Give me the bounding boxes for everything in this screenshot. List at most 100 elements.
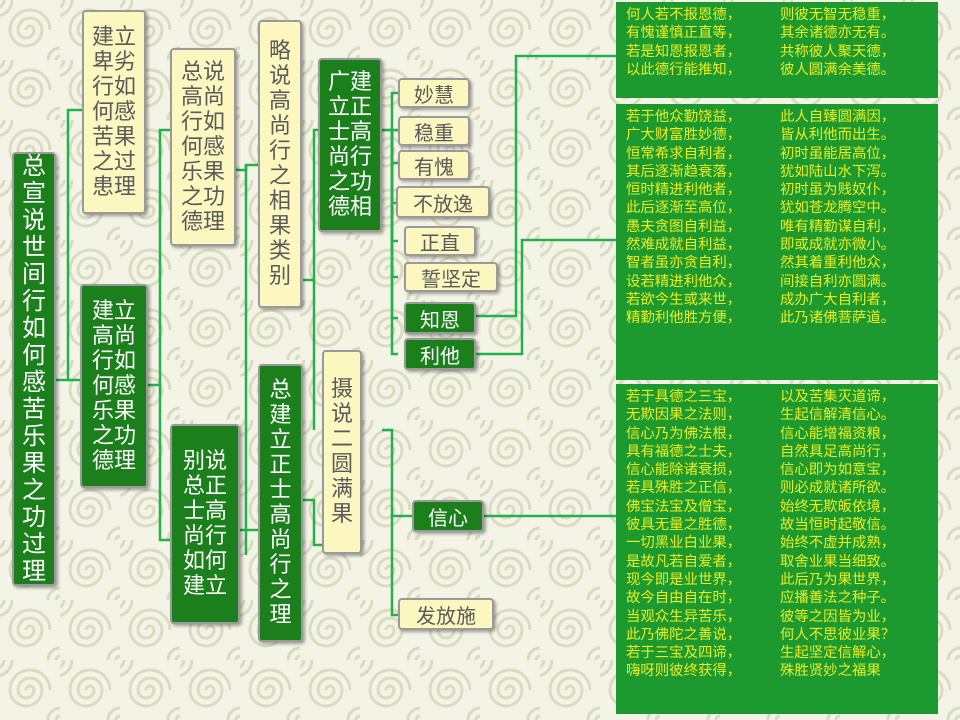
virtue-item-label: 有愧	[414, 154, 454, 179]
superior-conduct-node: 建立高尚行如何感乐果之功德理	[80, 284, 148, 488]
verse-line: 何人不思彼业果？	[780, 626, 896, 643]
virtue-item-altruism: 利他	[404, 338, 476, 370]
verse-line: 愚夫贪图自利益，	[626, 218, 742, 235]
specific-explanation-label: 别说总正士高尚行如何建立	[182, 449, 227, 599]
virtue-item-steadiness: 稳重	[398, 116, 470, 146]
verse-line: 恒常希求自利者，	[626, 145, 742, 162]
verse-line: 彼具无量之胜德，	[626, 517, 742, 534]
verse-line: 以及苦集灭道谛，	[780, 389, 896, 405]
verse-line: 若是知恩报恩者，	[626, 43, 742, 60]
verse-line: 始终无欺皈依境，	[780, 498, 896, 515]
verse-line: 精勤利他胜方便，	[626, 310, 742, 327]
virtue-item-label: 妙慧	[414, 82, 454, 107]
establishment-node: 总建立正士高尚行之理	[258, 364, 303, 642]
verse-line: 嗨呀则彼终获得，	[626, 663, 742, 680]
verse-line: 若于三宝及四谛，	[626, 645, 742, 662]
inferior-conduct-label: 建立卑劣行如何感苦果之过患理	[91, 24, 136, 200]
verse-left-column: 若于他众勤饶益， 广大财富胜妙德， 恒常希求自利者， 其后逐渐趋衰落， 恒时精进…	[626, 108, 776, 378]
verse-line: 然其着重利他众，	[780, 255, 896, 272]
verse-line: 以此德行能推知，	[626, 61, 742, 78]
virtue-item-heedfulness: 不放逸	[396, 186, 490, 218]
verse-line: 犹如苍龙腾空中。	[780, 200, 896, 217]
verse-line: 生起坚定信解心，	[780, 645, 896, 662]
verse-line: 恒时精进利他者，	[626, 182, 742, 199]
virtue-item-steadfastness: 誓坚定	[404, 262, 498, 292]
virtue-item-label: 不放逸	[413, 191, 473, 216]
verse-line: 广大财富胜妙德，	[626, 127, 742, 144]
verse-line: 取舍业果当细致。	[780, 553, 896, 570]
verse-line: 何人若不报恩德，	[626, 7, 742, 23]
verse-line: 彼等之因皆为业，	[780, 608, 896, 625]
verse-line: 现今即是业世界，	[626, 571, 742, 588]
verse-line: 信心能增福资粮，	[780, 425, 896, 442]
verse-line: 有愧谨慎正直等，	[626, 25, 742, 42]
verse-left-column: 若于具德之三宝， 无欺因果之法则， 信心乃为佛法根， 具有福德之士夫， 信心能除…	[626, 388, 776, 712]
verse-left-column: 何人若不报恩德， 有愧谨慎正直等， 若是知恩报恩者， 以此德行能推知，	[626, 6, 776, 96]
verse-line: 此人自臻圆满因，	[780, 109, 896, 125]
verse-line: 此乃佛陀之善说，	[626, 626, 742, 643]
virtue-item-honesty: 正直	[404, 226, 476, 256]
verse-right-column: 则彼无智无稳重， 其余诸德亦无有。 共称彼人聚天德， 彼人圆满余美德。	[780, 6, 930, 96]
verse-line: 信心乃为佛法根，	[626, 425, 742, 442]
verse-line: 具有福德之士夫，	[626, 443, 742, 460]
establishment-label: 总建立正士高尚行之理	[269, 378, 292, 628]
verse-line: 佛宝法宝及僧宝，	[626, 498, 742, 515]
verse-line: 若具殊胜之正信，	[626, 480, 742, 497]
verse-line: 皆从利他而出生。	[780, 127, 896, 144]
superior-conduct-label: 建立高尚行如何感乐果之功德理	[91, 298, 136, 474]
verse-line: 是故凡若自爱者，	[626, 553, 742, 570]
virtue-item-wisdom: 妙慧	[398, 78, 470, 108]
inferior-conduct-node: 建立卑劣行如何感苦果之过患理	[82, 10, 146, 214]
verse-right-column: 此人自臻圆满因， 皆从利他而出生。 初时虽能居高位， 犹如陆山水下泻。 初时虽为…	[780, 108, 930, 378]
verse-line: 初时虽能居高位，	[780, 145, 896, 162]
gratitude-verse-box: 何人若不报恩德， 有愧谨慎正直等， 若是知恩报恩者， 以此德行能推知， 则彼无智…	[616, 2, 938, 98]
verse-line: 成办广大自利者，	[780, 291, 896, 308]
summary-node: 摄说二圆满果	[322, 350, 362, 554]
virtues-node: 广建立正士高尚行之功德相	[318, 58, 382, 232]
root-node: 总宣说世间行如何感苦乐果之功过理	[12, 152, 56, 586]
verse-line: 此乃诸佛菩萨道。	[780, 310, 896, 327]
virtue-item-label: 知恩	[420, 307, 460, 332]
verse-line: 无欺因果之法则，	[626, 407, 742, 424]
verse-line: 此后逐渐至高位，	[626, 200, 742, 217]
verse-line: 初时虽为贱奴仆，	[780, 182, 896, 199]
verse-line: 应播善法之种子。	[780, 590, 896, 607]
verse-line: 即或成就亦微小。	[780, 237, 896, 254]
virtue-item-conscience: 有愧	[398, 150, 470, 180]
verse-line: 共称彼人聚天德，	[780, 43, 896, 60]
verse-line: 其余诸德亦无有。	[780, 25, 896, 42]
altruism-verse-box: 若于他众勤饶益， 广大财富胜妙德， 恒常希求自利者， 其后逐渐趋衰落， 恒时精进…	[616, 104, 938, 380]
faith-verse-box: 若于具德之三宝， 无欺因果之法则， 信心乃为佛法根， 具有福德之士夫， 信心能除…	[616, 384, 938, 714]
root-label: 总宣说世间行如何感苦乐果之功过理	[22, 152, 46, 585]
verse-line: 设若精进利他众，	[626, 273, 742, 290]
verse-line: 则必成就诸所欲。	[780, 480, 896, 497]
verse-line: 信心能除诸衰损，	[626, 462, 742, 479]
verse-line: 若于他众勤饶益，	[626, 109, 742, 125]
verse-line: 此后乃为果世界，	[780, 571, 896, 588]
brief-explanation-label: 略说高尚行之相果类别	[268, 39, 291, 289]
verse-line: 故今自由自在时，	[626, 590, 742, 607]
giving-node: 发放施	[398, 598, 494, 630]
verse-line: 始终不虚并成熟，	[780, 535, 896, 552]
verse-line: 信心即为如意宝，	[780, 462, 896, 479]
general-explanation-label: 总说高尚行如何感乐果之功德理	[180, 59, 225, 235]
general-explanation-node: 总说高尚行如何感乐果之功德理	[170, 48, 236, 246]
verse-line: 故当恒时起敬信。	[780, 517, 896, 534]
virtue-item-label: 稳重	[414, 120, 454, 145]
verse-line: 生起信解清信心。	[780, 407, 896, 424]
verse-line: 自然具足高尚行，	[780, 443, 896, 460]
brief-explanation-node: 略说高尚行之相果类别	[258, 20, 302, 308]
verse-line: 彼人圆满余美德。	[780, 61, 896, 78]
verse-line: 唯有精勤谋自利，	[780, 218, 896, 235]
verse-line: 殊胜贤妙之福果	[780, 663, 881, 680]
verse-line: 智者虽亦贪自利，	[626, 255, 742, 272]
verse-line: 若于具德之三宝，	[626, 389, 742, 405]
virtue-item-label: 利他	[420, 343, 460, 368]
verse-line: 间接自利亦圆满。	[780, 273, 896, 290]
virtue-item-gratitude: 知恩	[404, 302, 476, 334]
verse-line: 然难成就自利益，	[626, 237, 742, 254]
verse-right-column: 以及苦集灭道谛， 生起信解清信心。 信心能增福资粮， 自然具足高尚行， 信心即为…	[780, 388, 930, 712]
faith-label: 信心	[428, 505, 468, 530]
virtue-item-label: 誓坚定	[421, 266, 481, 291]
